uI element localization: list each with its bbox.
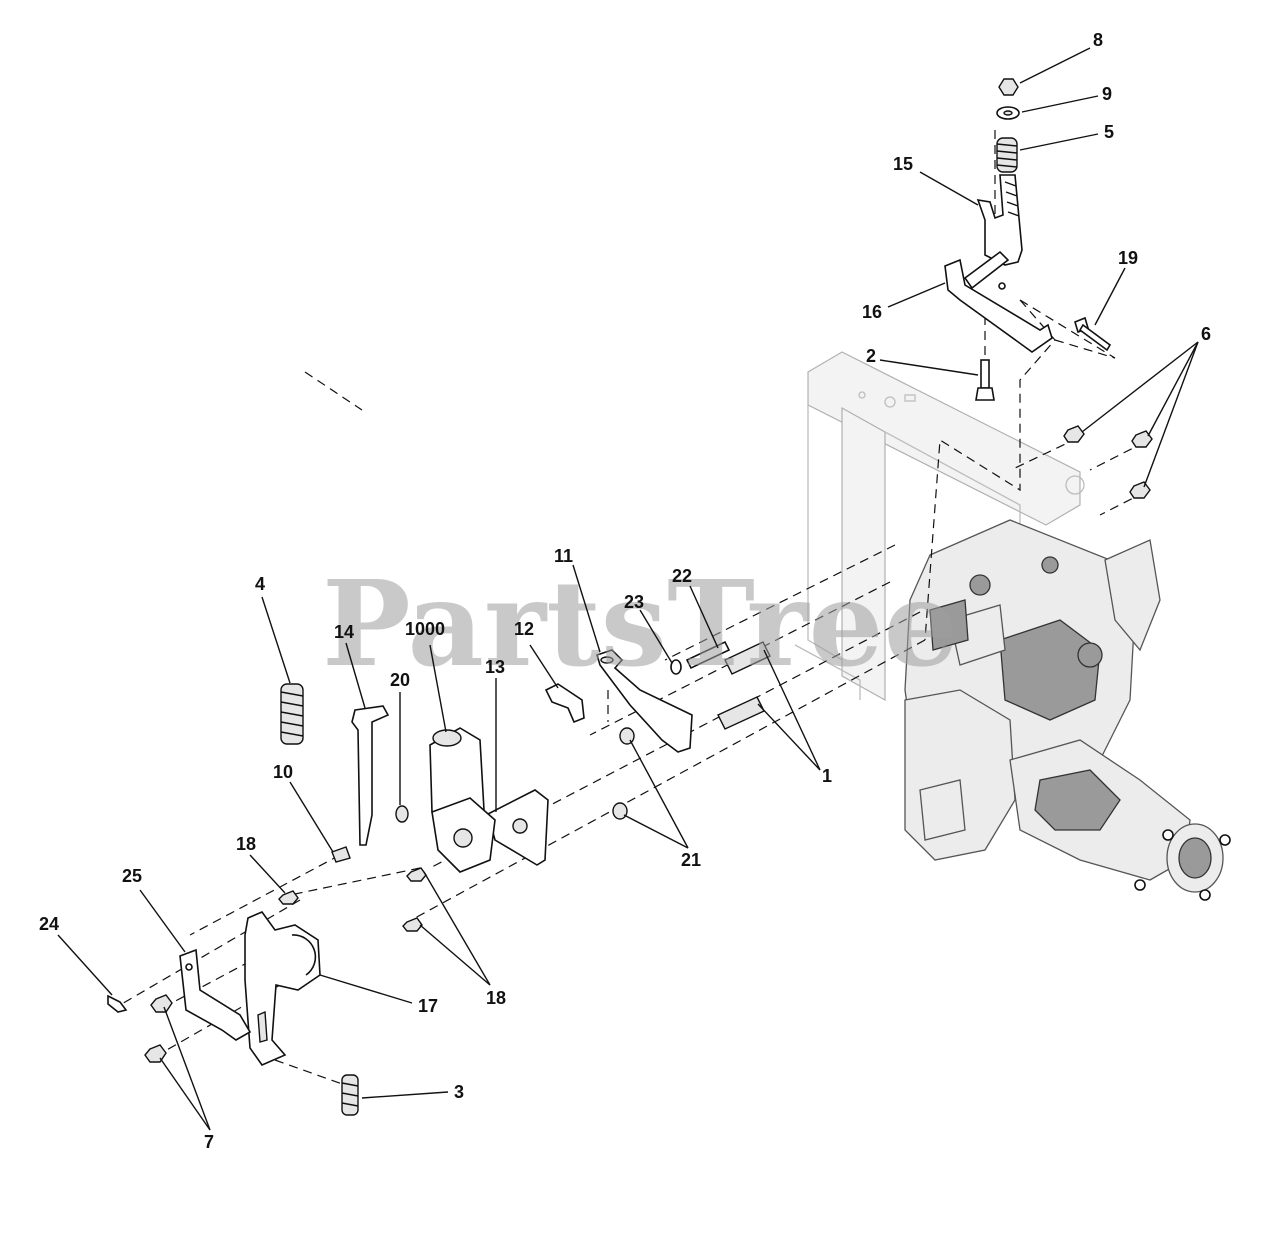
part-bracket-17 bbox=[244, 911, 321, 1066]
part-lever-14 bbox=[351, 705, 390, 846]
part-bracket-25 bbox=[179, 948, 252, 1041]
part-bracket-11 bbox=[596, 649, 693, 753]
callout-label: 10 bbox=[273, 762, 293, 782]
frame-ghost bbox=[794, 351, 1085, 702]
callout-label: 9 bbox=[1102, 84, 1112, 104]
part-springs-1 bbox=[717, 641, 771, 730]
part-spring-5 bbox=[996, 137, 1018, 173]
part-lever-15 bbox=[976, 174, 1023, 266]
callout-label: 18 bbox=[486, 988, 506, 1008]
callout-label: 12 bbox=[514, 619, 534, 639]
callout-label: 6 bbox=[1201, 324, 1211, 344]
callout-label: 8 bbox=[1093, 30, 1103, 50]
callout-label: 18 bbox=[236, 834, 256, 854]
leader-lines bbox=[57, 47, 1199, 1131]
callout-label: 24 bbox=[39, 914, 59, 934]
callout-label: 11 bbox=[554, 546, 573, 566]
part-motor-1000 bbox=[429, 727, 496, 873]
callout-label: 7 bbox=[204, 1132, 214, 1152]
callout-label: 15 bbox=[893, 154, 913, 174]
callout-label: 25 bbox=[122, 866, 142, 886]
part-bolts-18 bbox=[278, 867, 427, 932]
part-pin-22 bbox=[685, 640, 731, 670]
transaxle bbox=[904, 519, 1231, 901]
part-washer-9 bbox=[996, 106, 1020, 120]
part-clip-24 bbox=[107, 994, 128, 1013]
part-nut-8 bbox=[998, 78, 1019, 96]
part-stud-10 bbox=[331, 846, 351, 863]
part-bolt-2 bbox=[975, 359, 995, 401]
callout-label: 1 bbox=[822, 766, 832, 786]
callout-label: 13 bbox=[485, 657, 505, 677]
callout-label: 20 bbox=[390, 670, 410, 690]
part-washer-23 bbox=[670, 659, 682, 675]
part-spring-3 bbox=[341, 1074, 359, 1116]
part-bracket-16 bbox=[944, 250, 1053, 353]
callout-label: 16 bbox=[862, 302, 882, 322]
callout-label: 4 bbox=[255, 574, 265, 594]
part-nuts-7 bbox=[144, 994, 173, 1063]
callout-label: 14 bbox=[334, 622, 354, 642]
part-bolt-19 bbox=[1074, 316, 1112, 352]
callout-label: 3 bbox=[454, 1082, 464, 1102]
callout-label: 17 bbox=[418, 996, 438, 1016]
part-bracket-12 bbox=[544, 683, 585, 724]
part-plate-13 bbox=[487, 789, 549, 866]
callout-labels: 8 9 5 15 19 16 6 2 11 22 23 4 14 1000 12… bbox=[39, 30, 1211, 1152]
part-nuts-6 bbox=[1063, 425, 1153, 499]
callout-label: 19 bbox=[1118, 248, 1138, 268]
callout-label: 2 bbox=[866, 346, 876, 366]
part-spacer-20 bbox=[395, 805, 409, 823]
part-spring-4 bbox=[280, 683, 304, 745]
callout-label: 1000 bbox=[405, 619, 445, 639]
callout-label: 23 bbox=[624, 592, 644, 612]
callout-label: 21 bbox=[681, 850, 701, 870]
callout-label: 5 bbox=[1104, 122, 1114, 142]
callout-label: 22 bbox=[672, 566, 692, 586]
watermark-text: PartsTree bbox=[322, 554, 959, 693]
